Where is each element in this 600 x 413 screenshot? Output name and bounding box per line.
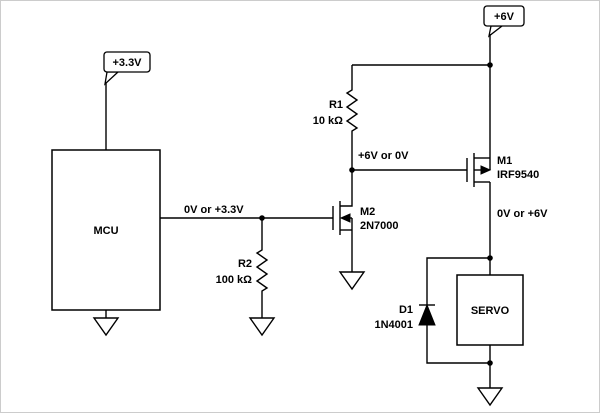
power-flag-6v-label: +6V xyxy=(494,11,515,23)
ground-symbol-servo xyxy=(476,387,504,407)
m1-ref-label: M1 xyxy=(497,155,512,167)
d1-part-label: 1N4001 xyxy=(374,319,413,331)
ground-symbol-mcu xyxy=(92,317,120,337)
m1-part-label: IRF9540 xyxy=(497,169,539,181)
mcu-box xyxy=(51,149,161,311)
junction-dot-servo-return xyxy=(487,360,493,366)
d1-cathode-wire xyxy=(426,257,490,305)
power-flag-6v: +6V xyxy=(483,5,525,38)
servo-label: SERVO xyxy=(471,305,510,317)
resistor-r2: R2 100 kΩ xyxy=(216,218,269,318)
ground-symbol-m2 xyxy=(338,271,366,291)
r2-zigzag xyxy=(255,218,269,318)
mosfet-m1: M1 IRF9540 xyxy=(466,153,539,187)
power-flag-3v3-label: +3.3V xyxy=(112,57,142,69)
diode-d1: D1 1N4001 xyxy=(374,257,490,364)
flag-box xyxy=(103,51,151,73)
r2-value-label: 100 kΩ xyxy=(216,274,253,286)
m2-drain-lead xyxy=(340,170,353,207)
mosfet-m2: M2 2N7000 xyxy=(332,170,399,272)
ground-symbol-r2 xyxy=(248,317,276,337)
mcu-label: MCU xyxy=(93,225,118,237)
d1-anode-wire xyxy=(426,325,490,364)
m2-part-label: 2N7000 xyxy=(360,220,399,232)
r2-ref-label: R2 xyxy=(238,258,252,270)
m2-ref-label: M2 xyxy=(360,206,375,218)
m2-arrow-icon xyxy=(339,213,351,223)
power-flag-3v3: +3.3V xyxy=(103,51,151,86)
net-label-m1-drain: 0V or +6V xyxy=(497,208,548,220)
servo-box xyxy=(456,274,524,346)
m1-arrow-icon xyxy=(480,165,492,175)
r1-ref-label: R1 xyxy=(329,99,343,111)
resistor-r1: R1 10 kΩ xyxy=(313,65,359,170)
d1-ref-label: D1 xyxy=(399,304,413,316)
r1-zigzag xyxy=(345,65,359,170)
flag-box xyxy=(483,5,525,27)
net-label-m2-drain: +6V or 0V xyxy=(358,150,409,162)
r1-value-label: 10 kΩ xyxy=(313,115,343,127)
net-label-mcu-output: 0V or +3.3V xyxy=(184,204,244,216)
